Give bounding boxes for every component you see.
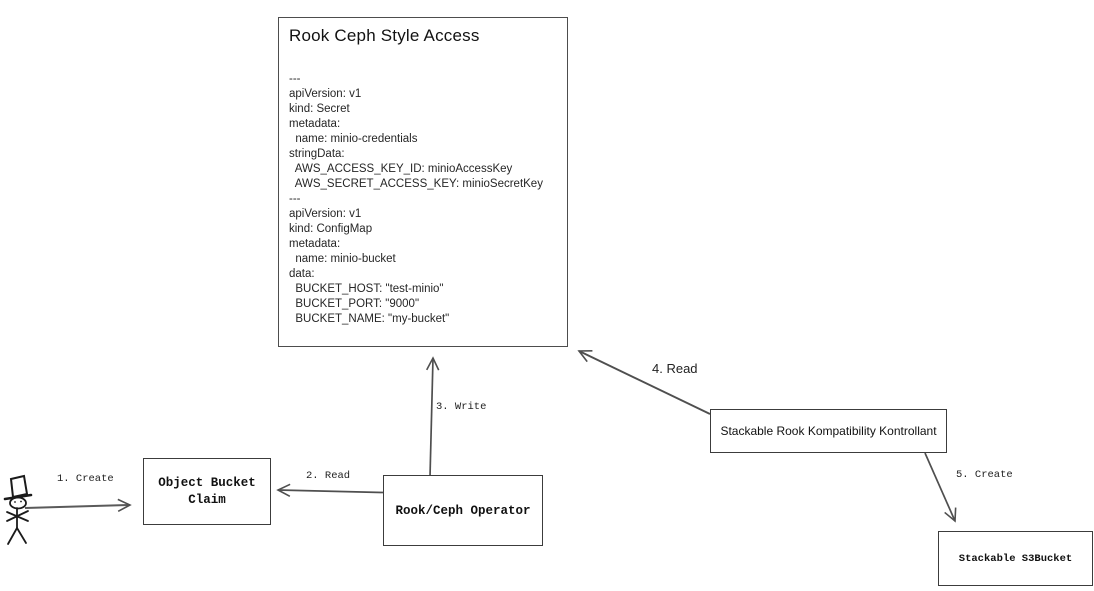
yaml-line: kind: ConfigMap bbox=[289, 223, 373, 235]
yaml-line: --- bbox=[289, 193, 301, 205]
yaml-line: metadata: bbox=[289, 238, 341, 250]
arrow-label-5-create: 5. Create bbox=[956, 469, 1013, 481]
yaml-line: apiVersion: v1 bbox=[289, 88, 362, 100]
yaml-line: BUCKET_PORT: "9000" bbox=[289, 298, 420, 310]
yaml-line: kind: Secret bbox=[289, 103, 350, 115]
yaml-line: AWS_ACCESS_KEY_ID: minioAccessKey bbox=[289, 163, 513, 175]
yaml-block: --- apiVersion: v1 kind: Secret metadata: n… bbox=[289, 72, 567, 327]
arrow-1-create bbox=[24, 498, 132, 513]
yaml-line: --- bbox=[289, 73, 301, 85]
arrow-3-write bbox=[425, 356, 440, 478]
yaml-line: metadata: bbox=[289, 118, 341, 130]
yaml-line: AWS_SECRET_ACCESS_KEY: minioSecretKey bbox=[289, 178, 543, 190]
yaml-line: name: minio-credentials bbox=[289, 133, 418, 145]
yaml-line: BUCKET_HOST: "test-minio" bbox=[289, 283, 444, 295]
node-object-bucket-claim: Object Bucket Claim bbox=[143, 458, 271, 525]
yaml-line: BUCKET_NAME: "my-bucket" bbox=[289, 313, 450, 325]
main-box-title: Rook Ceph Style Access bbox=[289, 26, 480, 45]
arrow-2-read bbox=[276, 483, 384, 497]
yaml-line: name: minio-bucket bbox=[289, 253, 396, 265]
node-object-bucket-claim-label: Object Bucket Claim bbox=[158, 475, 256, 507]
yaml-line: stringData: bbox=[289, 148, 345, 160]
arrow-label-3-write: 3. Write bbox=[436, 401, 487, 413]
arrow-label-2-read: 2. Read bbox=[306, 470, 351, 482]
node-stackable-rook-kompatibility-kontrollant: Stackable Rook Kompatibility Kontrollant bbox=[710, 409, 947, 453]
yaml-line: data: bbox=[289, 268, 315, 280]
node-stackable-s3bucket-label: Stackable S3Bucket bbox=[958, 552, 1073, 565]
node-stackable-s3bucket: Stackable S3Bucket bbox=[938, 531, 1093, 586]
user-stick-figure-icon bbox=[3, 474, 33, 545]
arrow-label-4-read: 4. Read bbox=[652, 361, 698, 376]
node-rook-ceph-operator: Rook/Ceph Operator bbox=[383, 475, 543, 546]
arrow-label-1-create: 1. Create bbox=[57, 473, 114, 485]
node-rook-ceph-style-access: Rook Ceph Style Access --- apiVersion: v1… bbox=[278, 17, 568, 347]
node-stackable-rook-kompatibility-kontrollant-label: Stackable Rook Kompatibility Kontrollant bbox=[720, 424, 937, 438]
arrow-5-create bbox=[924, 452, 957, 523]
yaml-line: apiVersion: v1 bbox=[289, 208, 362, 220]
node-rook-ceph-operator-label: Rook/Ceph Operator bbox=[395, 503, 531, 518]
